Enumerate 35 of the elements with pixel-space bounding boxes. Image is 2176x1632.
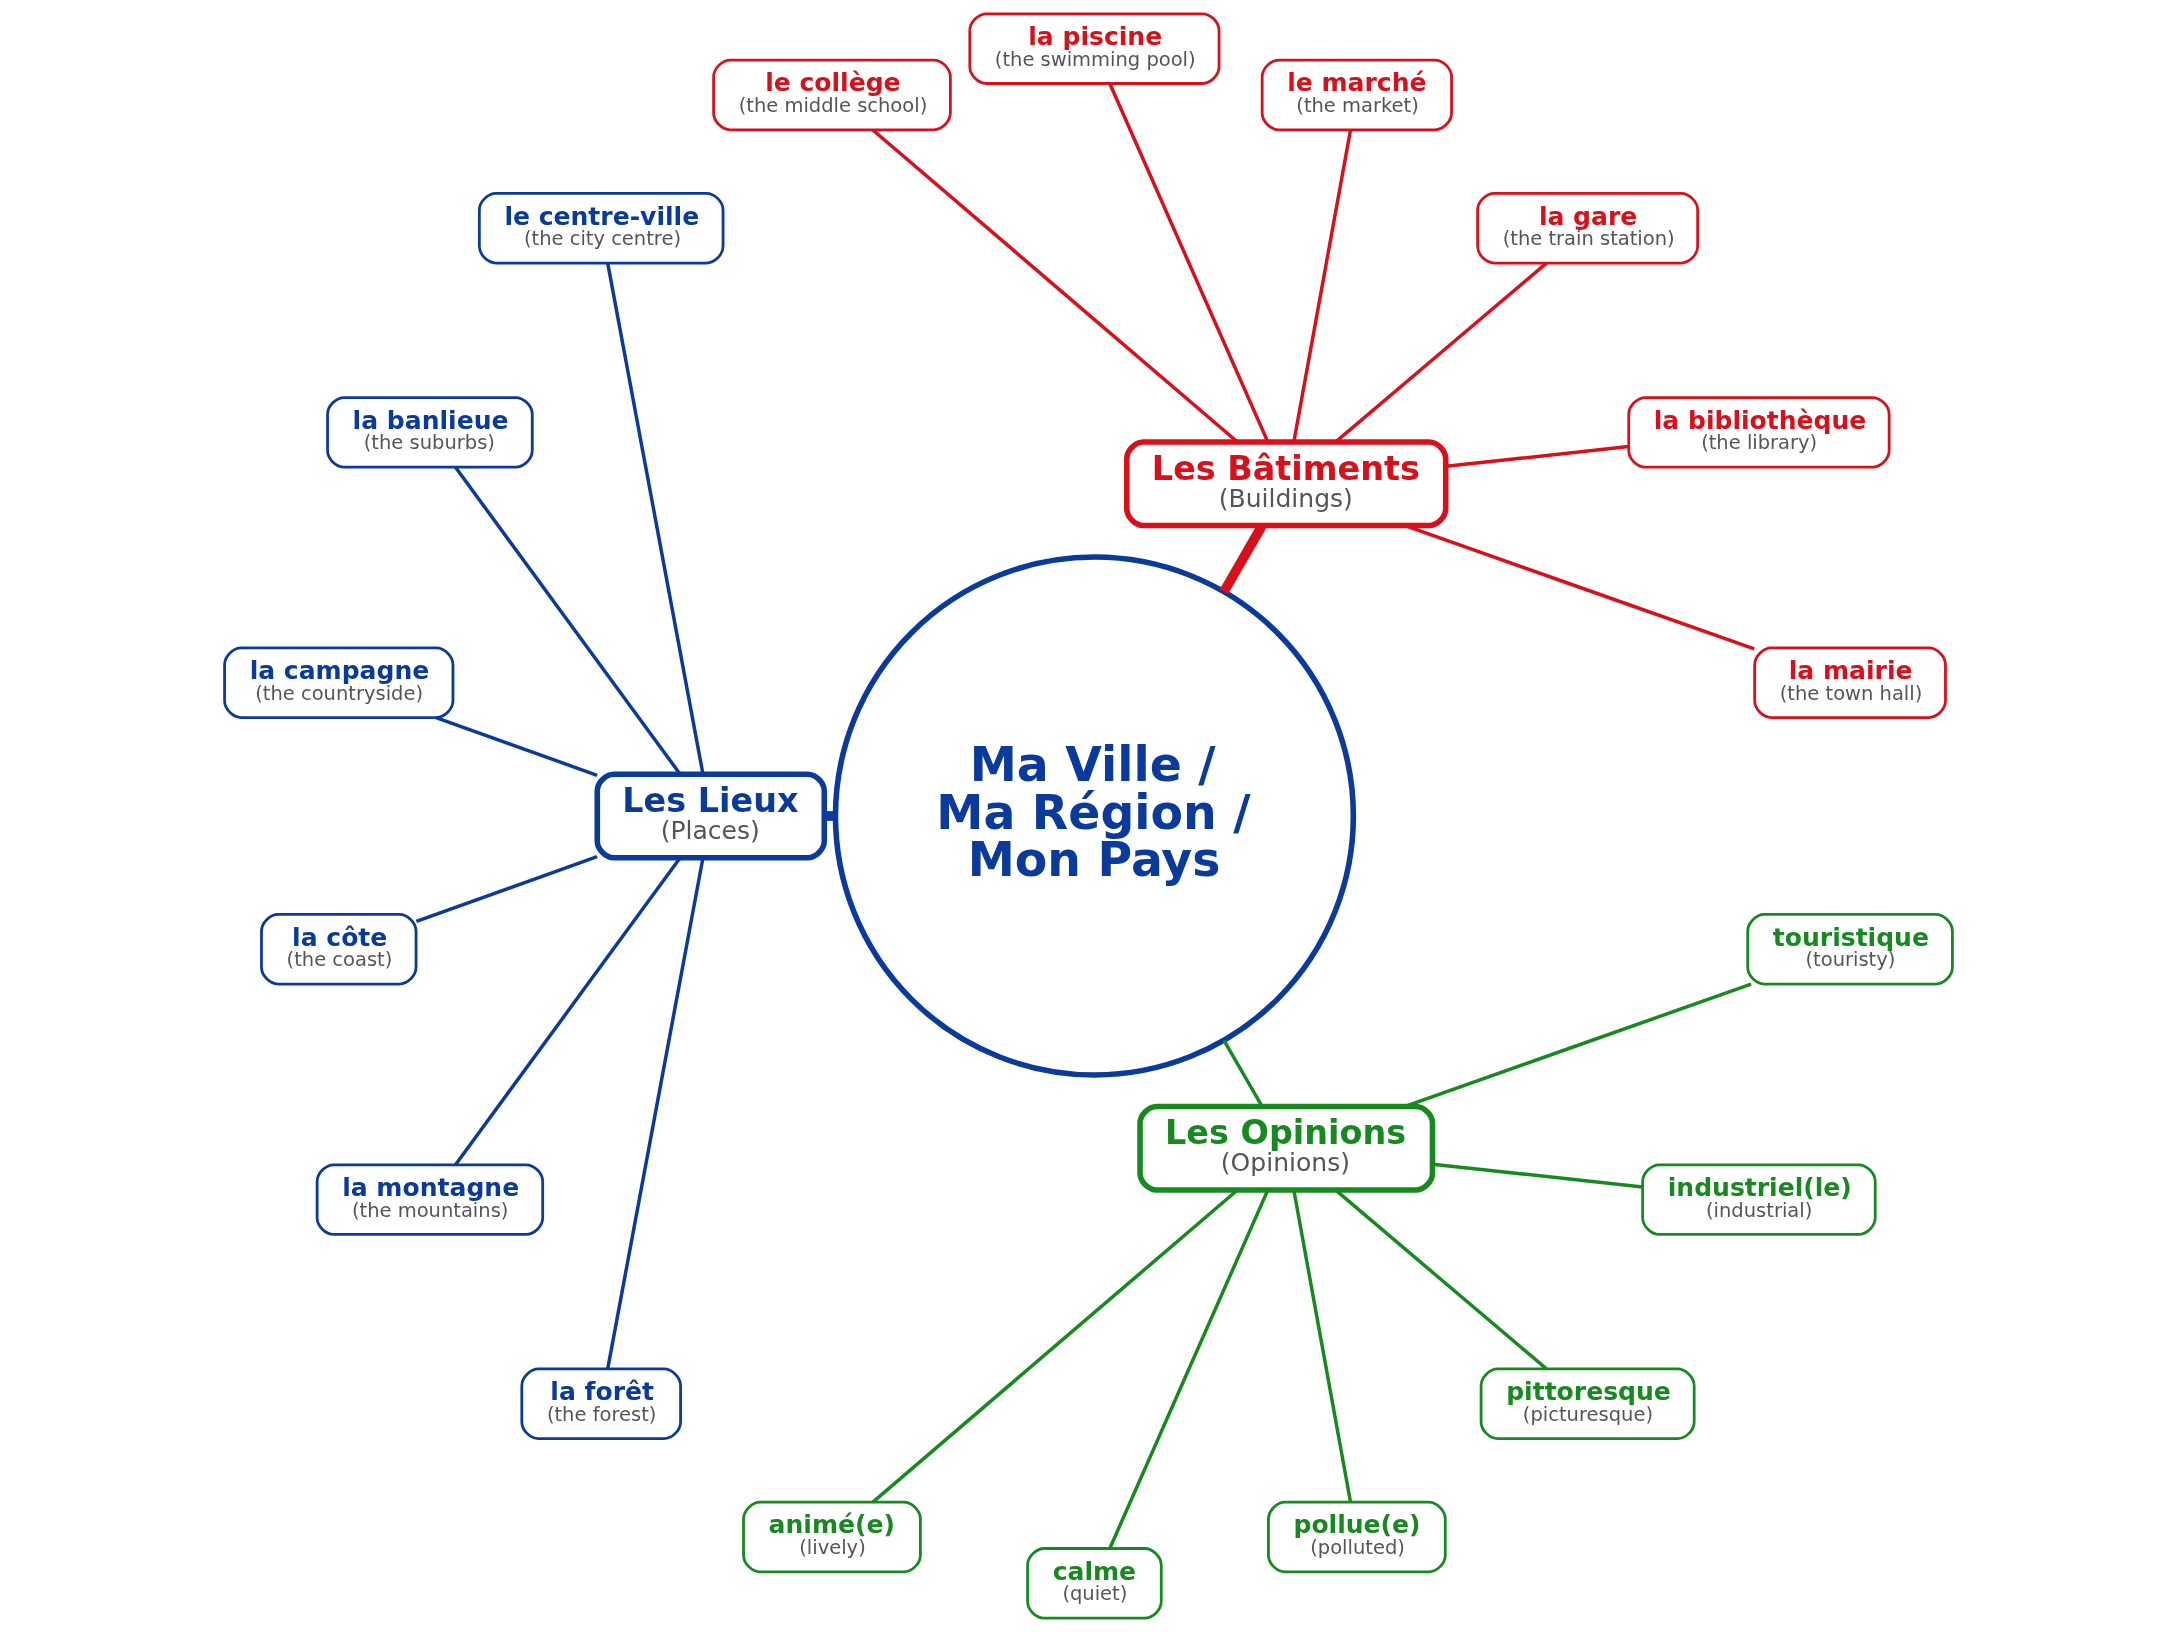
node-box: la campagne (the countryside) [222, 646, 454, 719]
connector [415, 855, 598, 924]
connector [1291, 1189, 1352, 1503]
node-box: Les Bâtiments (Buildings) [1123, 439, 1448, 529]
node-box: calme (quiet) [1025, 1547, 1163, 1620]
connector [1107, 83, 1269, 443]
connector [1221, 1039, 1263, 1107]
node-box: la banlieue (the suburbs) [325, 396, 534, 469]
node-box: animé(e) (lively) [741, 1500, 922, 1574]
node-box: Les Opinions (Opinions) [1136, 1103, 1435, 1193]
connector [434, 715, 598, 777]
node-box: Les Lieux (Places) [594, 771, 827, 861]
node-box: la forêt (the forest) [519, 1367, 682, 1440]
node-box: touristique (touristy) [1745, 913, 1954, 986]
node-box: la gare (the train station) [1475, 192, 1699, 265]
connector [1107, 1189, 1269, 1549]
node-box: le marché (the market) [1260, 58, 1453, 132]
node-box: le collège (the middle school) [711, 58, 952, 132]
node-box: la piscine (the swimming pool) [967, 12, 1220, 85]
connector [1445, 444, 1629, 469]
connector [605, 263, 705, 775]
node-box: pittoresque (picturesque) [1479, 1367, 1696, 1440]
connector [1334, 1189, 1548, 1371]
node-box: industriel(le) (industrial) [1640, 1163, 1877, 1236]
node-box: la bibliothèque (the library) [1626, 396, 1891, 469]
node-box: la montagne (the mountains) [315, 1163, 544, 1236]
node-box: pollue(e) (polluted) [1266, 1500, 1447, 1574]
connector [605, 857, 705, 1369]
connector [824, 811, 835, 821]
node-box: la côte (the coast) [259, 913, 417, 986]
node-circle: Ma Ville / Ma Région / Mon Pays [832, 554, 1356, 1078]
connector [1291, 129, 1352, 443]
node-box: la mairie (the town hall) [1752, 646, 1947, 719]
connector [1334, 261, 1548, 443]
node-box: le centre-ville (the city centre) [477, 192, 724, 265]
